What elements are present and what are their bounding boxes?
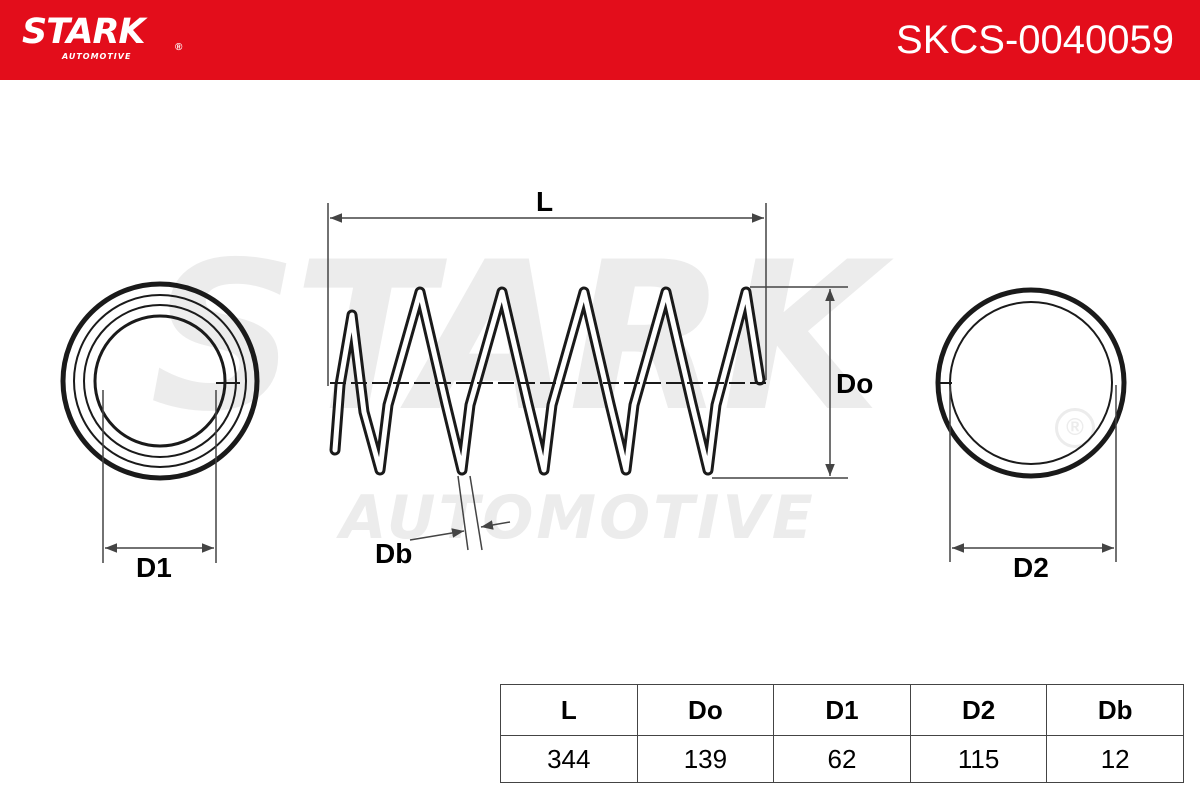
spec-header-row: L Do D1 D2 Db	[500, 684, 1184, 736]
spring-coil	[329, 286, 766, 476]
spec-value-l: 344	[500, 735, 638, 783]
spec-header-db: Db	[1046, 684, 1184, 736]
label-do: Do	[836, 368, 874, 399]
spec-value-db: 12	[1046, 735, 1184, 783]
spec-header-d2: D2	[909, 684, 1048, 736]
end-view-d1	[60, 281, 260, 481]
spec-header-d1: D1	[773, 684, 911, 736]
dimension-d2	[949, 385, 1117, 562]
watermark-registered-mark: ®	[1055, 408, 1095, 448]
spec-value-d1: 62	[773, 735, 911, 783]
watermark-subtitle: AUTOMOTIVE	[340, 483, 816, 553]
stark-logo: STARK ® AUTOMOTIVE	[22, 12, 182, 61]
spec-value-row: 344 139 62 115 12	[500, 735, 1184, 783]
spec-header-do: Do	[636, 684, 775, 736]
dimension-do	[712, 286, 848, 479]
logo-wordmark: STARK	[22, 12, 146, 52]
logo-registered-mark: ®	[175, 42, 183, 53]
label-db: Db	[375, 538, 413, 569]
spec-value-do: 139	[636, 735, 775, 783]
dimension-d1	[102, 390, 217, 563]
part-number: SKCS-0040059	[896, 18, 1174, 62]
dimension-l	[327, 203, 767, 386]
header-bar: STARK ® AUTOMOTIVE SKCS-0040059	[0, 0, 1200, 80]
dimension-db	[409, 475, 511, 551]
label-d1: D1	[136, 552, 172, 583]
logo-subtitle: AUTOMOTIVE	[62, 52, 132, 61]
label-l: L	[536, 186, 554, 217]
label-d2: D2	[1013, 552, 1049, 583]
spec-value-d2: 115	[909, 735, 1048, 783]
spec-header-l: L	[500, 684, 638, 736]
spec-table: L Do D1 D2 Db 344 139 62 115 12	[500, 684, 1184, 783]
end-view-d2	[935, 287, 1127, 479]
